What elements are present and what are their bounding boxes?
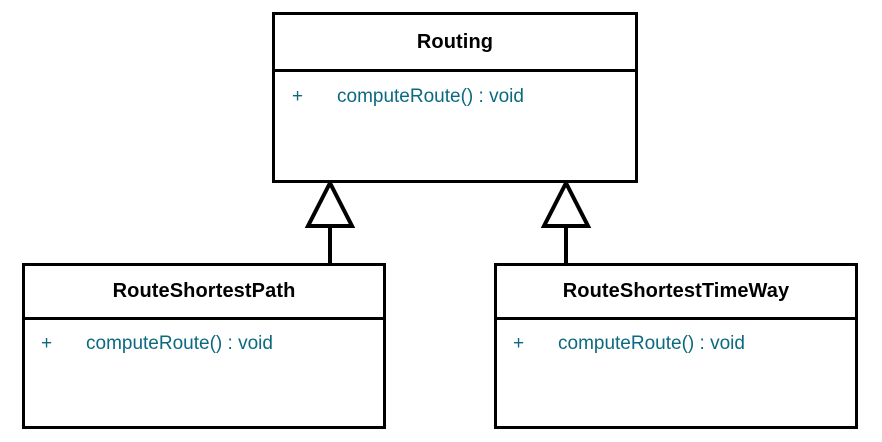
class-members-route-shortest-path: + computeRoute() : void	[25, 320, 383, 426]
member-visibility: +	[292, 86, 304, 107]
member-signature: computeRoute() : void	[86, 333, 273, 354]
class-title-route-shortest-path: RouteShortestPath	[112, 280, 296, 302]
hollow-triangle-arrowhead-left	[304, 178, 356, 228]
class-title-routing: Routing	[416, 30, 494, 53]
class-members-route-shortest-time-way: + computeRoute() : void	[497, 320, 855, 426]
generalization-route-shortest-time-way-to-routing	[540, 178, 592, 264]
uml-class-route-shortest-time-way[interactable]: RouteShortestTimeWay + computeRoute() : …	[494, 263, 858, 429]
member-visibility: +	[41, 333, 53, 354]
uml-class-routing[interactable]: Routing + computeRoute() : void	[272, 12, 638, 183]
uml-class-route-shortest-path[interactable]: RouteShortestPath + computeRoute() : voi…	[22, 263, 386, 429]
class-name-row-route-shortest-time-way: RouteShortestTimeWay	[497, 266, 855, 320]
member-row: + computeRoute() : void	[497, 320, 855, 355]
class-name-row-route-shortest-path: RouteShortestPath	[25, 266, 383, 320]
generalization-route-shortest-path-to-routing	[304, 178, 356, 264]
member-signature: computeRoute() : void	[337, 86, 524, 107]
class-name-row-routing: Routing	[275, 15, 635, 72]
hollow-triangle-arrowhead-right	[540, 178, 592, 228]
member-signature: computeRoute() : void	[558, 333, 745, 354]
class-members-routing: + computeRoute() : void	[275, 72, 635, 180]
member-visibility: +	[513, 333, 525, 354]
member-row: + computeRoute() : void	[275, 72, 635, 108]
class-title-route-shortest-time-way: RouteShortestTimeWay	[562, 280, 790, 302]
member-row: + computeRoute() : void	[25, 320, 383, 355]
